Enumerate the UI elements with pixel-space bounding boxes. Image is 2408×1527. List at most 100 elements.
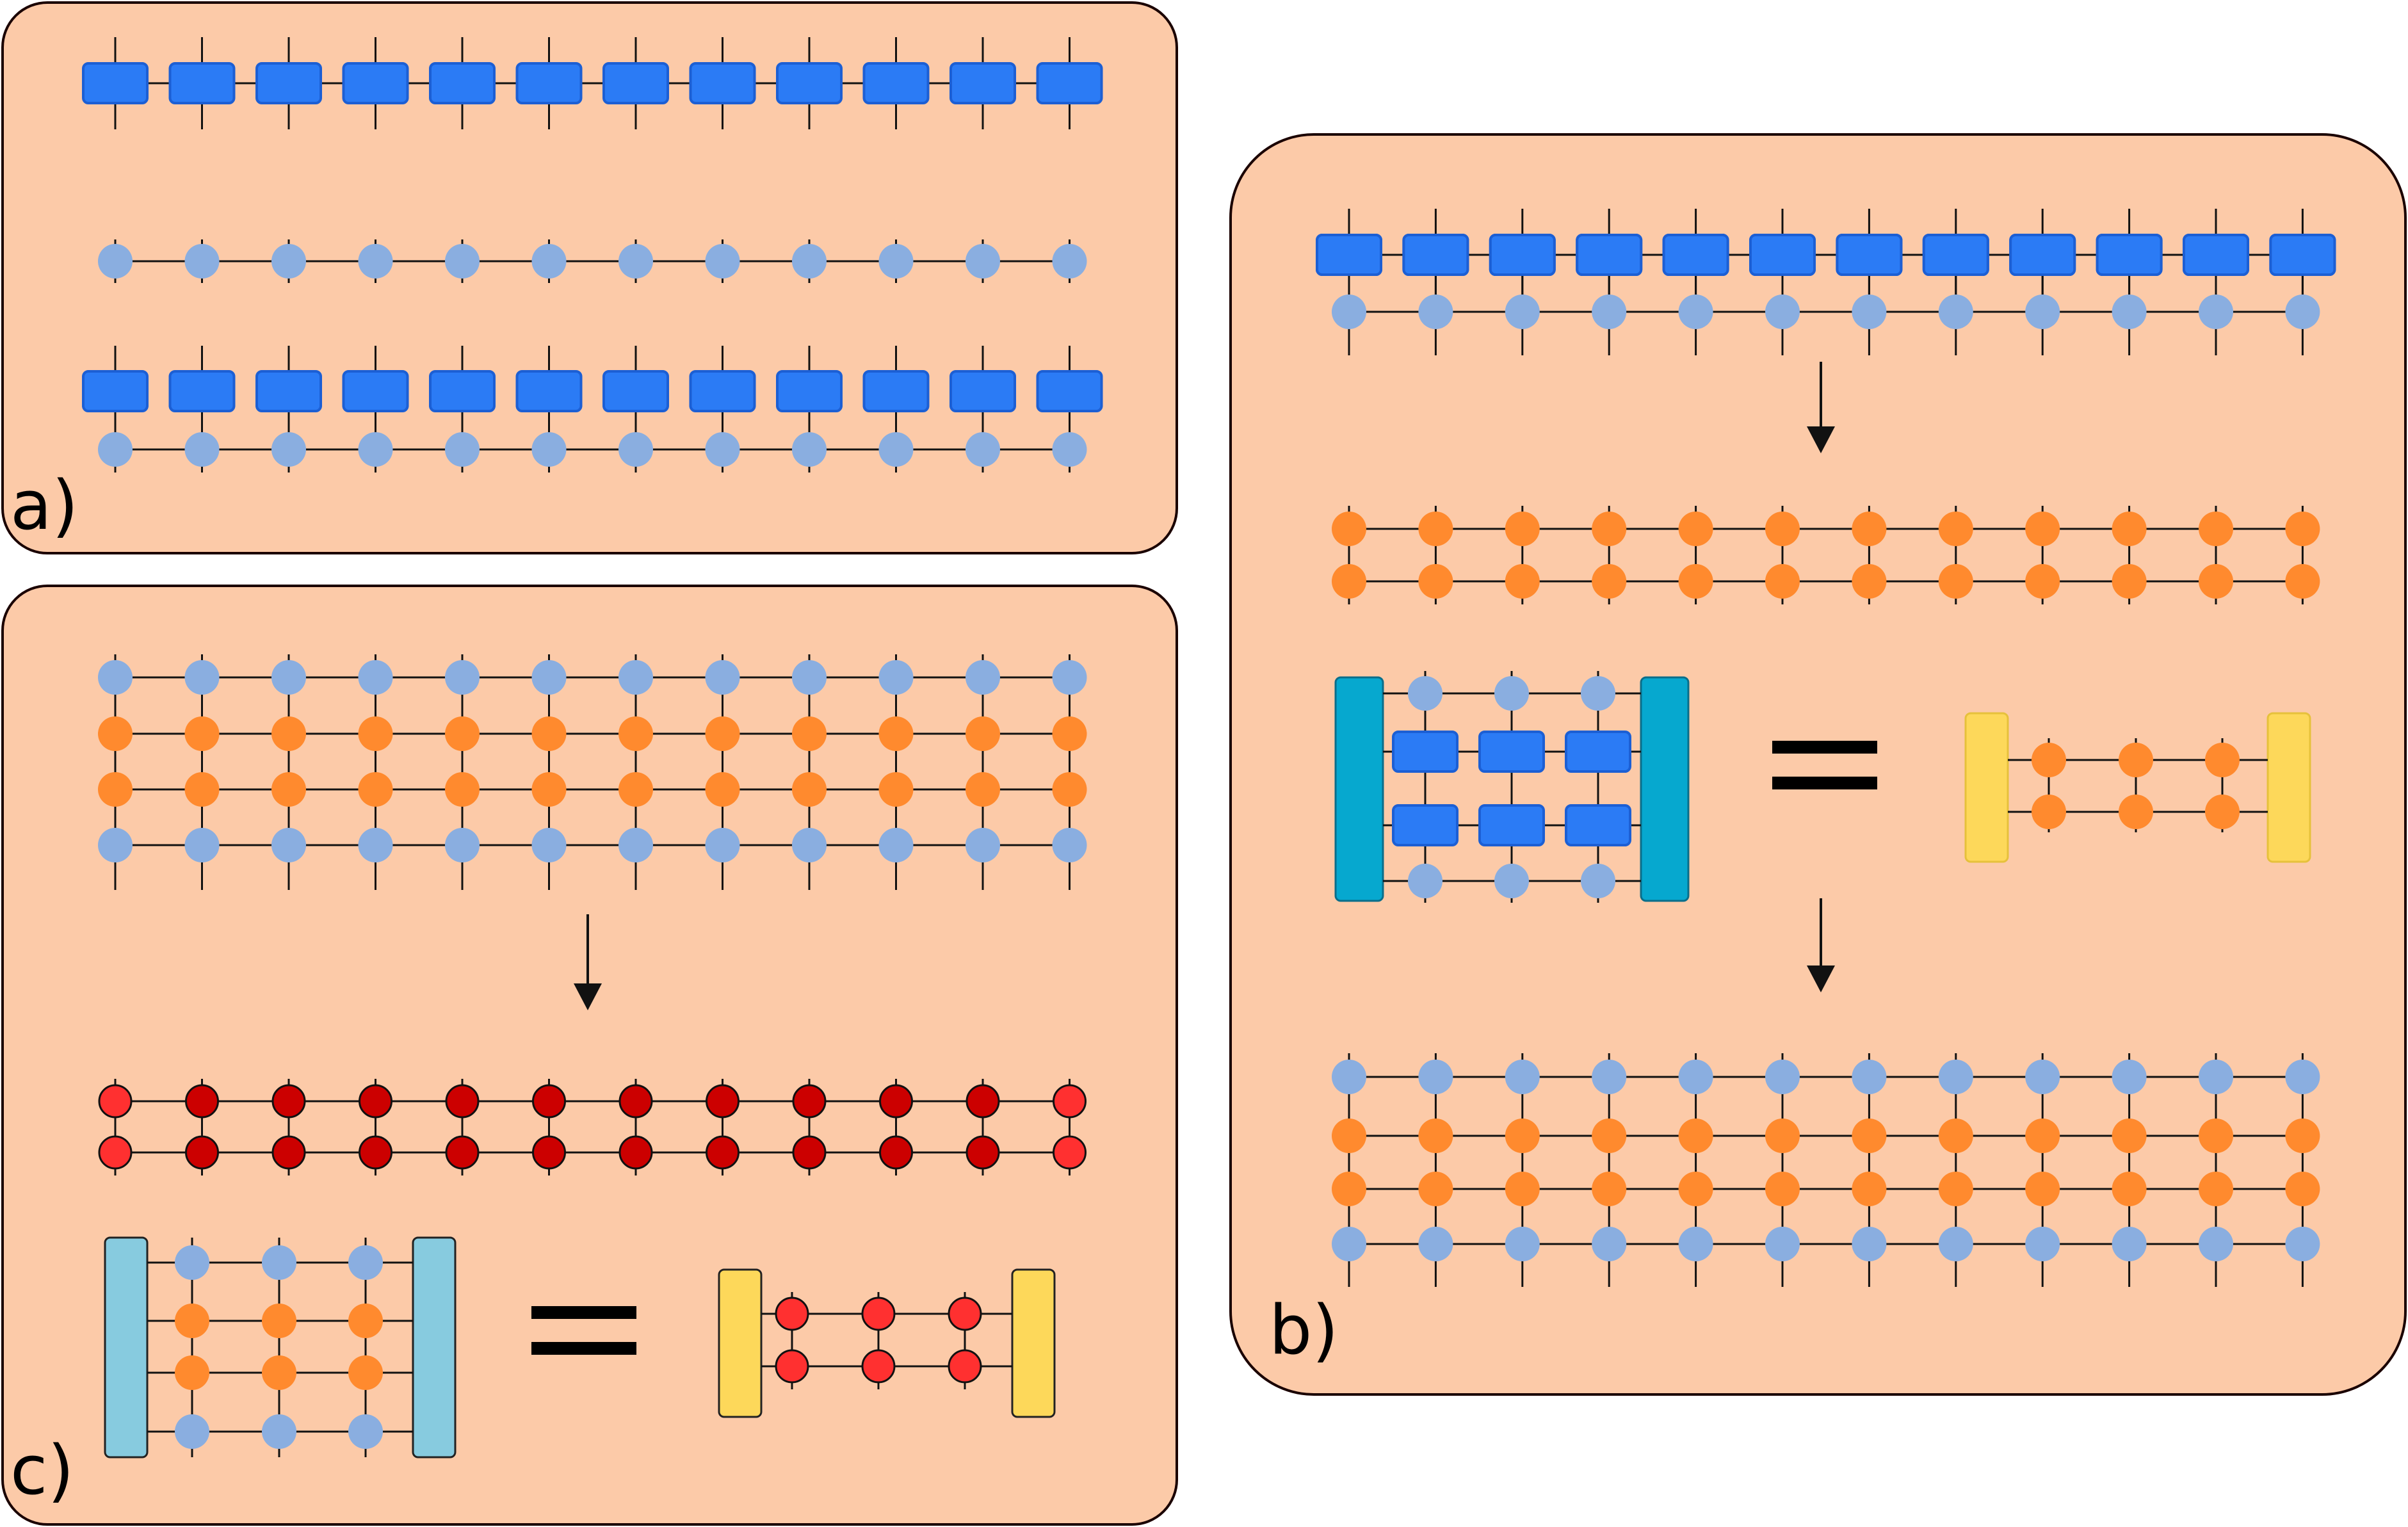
- panel-c-stack-site-2: [1052, 772, 1087, 807]
- panel-b-stack-site-3: [2025, 1227, 2060, 1261]
- panel-b-orange-pair-site-1: [1852, 564, 1887, 599]
- panel-b-orange-pair-site-0: [2112, 512, 2147, 546]
- panel-b-stack-site-0: [1938, 1060, 1973, 1094]
- panel-c-stack-site-3: [445, 828, 480, 862]
- panel-a-mps-row-site: [1052, 244, 1087, 279]
- panel-c-red-site: [879, 1135, 913, 1170]
- panel-b-stack-site-2: [1938, 1172, 1973, 1206]
- panel-b-orange-pair-site-1: [1765, 564, 1800, 599]
- panel-b-stack-site-0: [1505, 1060, 1540, 1094]
- panel-b-top-mps-site: [1592, 295, 1627, 329]
- panel-b-stack-site-3: [1852, 1227, 1887, 1261]
- panel-b-top-mpo-tensor: [1749, 234, 1816, 276]
- panel-c-stack-site-0: [618, 660, 653, 695]
- panel-b-stack-site-1: [1852, 1119, 1887, 1153]
- panel-c-red-site: [185, 1084, 219, 1119]
- panel-a-mps-row-site: [792, 244, 827, 279]
- panel-a-combined-site: [358, 432, 393, 467]
- panel-b-stack-site-2: [1678, 1172, 1713, 1206]
- panel-c-stack-site-3: [1052, 828, 1087, 862]
- panel-a-mps-row-site: [531, 244, 567, 279]
- panel-b-stack-site-0: [1765, 1060, 1800, 1094]
- panel-b-stack-site-2: [1592, 1172, 1627, 1206]
- panel-b-stack-site-0: [1418, 1060, 1453, 1094]
- panel-b-top-mps-site: [1505, 295, 1540, 329]
- panel-c-stack-site-3: [618, 828, 653, 862]
- panel-b-orange-pair-site-0: [1938, 512, 1973, 546]
- panel-b-top-mps-site: [2199, 295, 2233, 329]
- panel-c-equals-bar-bottom: [531, 1342, 636, 1355]
- panel-a-combined-mpo: [1036, 370, 1103, 412]
- panel-b-env-site: [1581, 864, 1615, 898]
- panel-c-reduced-site: [775, 1349, 809, 1384]
- panel-c-stack-site-0: [1052, 660, 1087, 695]
- panel-b-orange-pair-site-0: [2199, 512, 2233, 546]
- panel-c-left-env: [104, 1236, 149, 1458]
- panel-c-reduced-site: [861, 1297, 896, 1331]
- panel-b-top-mps-site: [1332, 295, 1366, 329]
- panel-b-equals-bar-bottom: [1772, 777, 1877, 789]
- panel-b-stack-site-2: [2199, 1172, 2233, 1206]
- panel-c-stack-site-1: [792, 716, 827, 751]
- panel-a-combined-mpo: [342, 370, 409, 412]
- panel-b-top-mps-site: [1678, 295, 1713, 329]
- panel-b-stack-site-0: [2285, 1060, 2320, 1094]
- panel-b-top-mpo-tensor: [1922, 234, 1989, 276]
- panel-c-stack-site-0: [705, 660, 740, 695]
- panel-c-red-site: [706, 1084, 739, 1119]
- panel-b-right-yellow-env: [2267, 712, 2311, 863]
- panel-b-stack-site-1: [2199, 1119, 2233, 1153]
- panel-c-stack-site-0: [792, 660, 827, 695]
- panel-b-stack-site-1: [1505, 1119, 1540, 1153]
- panel-c-stack-site-2: [184, 772, 220, 807]
- panel-a-mps-row-site: [98, 244, 133, 279]
- panel-a-combined-site: [184, 432, 220, 467]
- panel-c-red-site: [359, 1084, 392, 1119]
- panel-b-stack-site-3: [2112, 1227, 2147, 1261]
- panel-c-arrow-head: [574, 983, 602, 1010]
- panel-b-stack-site-2: [1418, 1172, 1453, 1206]
- panel-b-stack-site-0: [1678, 1060, 1713, 1094]
- panel-b-orange-pair-site-1: [2112, 564, 2147, 599]
- panel-b-stack-site-1: [2285, 1119, 2320, 1153]
- panel-b-label: b): [1269, 1291, 1339, 1369]
- panel-c-stack-site-1: [705, 716, 740, 751]
- panel-b-reduced-site: [2205, 743, 2240, 777]
- panel-a-mpo-row-tensor: [255, 62, 322, 104]
- panel-c-red-site: [966, 1135, 1000, 1170]
- panel-a-mps-row-site: [966, 244, 1000, 279]
- panel-c-env-site: [348, 1355, 383, 1390]
- panel-b-stack-site-2: [1765, 1172, 1800, 1206]
- panel-b-top-mpo-tensor: [1316, 234, 1382, 276]
- panel-b-orange-pair-site-1: [1678, 564, 1713, 599]
- panel-a-combined-mpo: [949, 370, 1016, 412]
- panel-b-orange-pair-site-1: [2199, 564, 2233, 599]
- panel-b-env-mpo: [1478, 804, 1545, 846]
- panel-b-stack-site-3: [1332, 1227, 1366, 1261]
- panel-b-orange-pair-site-0: [1332, 512, 1366, 546]
- panel-c-stack-site-0: [966, 660, 1000, 695]
- panel-b-stack-site-1: [1332, 1119, 1366, 1153]
- panel-c-red-site: [98, 1084, 133, 1119]
- panel-a-mpo-row-tensor: [342, 62, 409, 104]
- panel-b-stack-site-3: [2199, 1227, 2233, 1261]
- panel-b-left-yellow-env: [1964, 712, 2009, 863]
- panel-c-red-site: [618, 1084, 653, 1119]
- panel-a-mps-row-site: [445, 244, 480, 279]
- panel-c-stack-site-0: [271, 660, 306, 695]
- panel-b-top-mpo-tensor: [2096, 234, 2163, 276]
- panel-b-stack-site-1: [2025, 1119, 2060, 1153]
- panel-c-stack-site-3: [878, 828, 914, 862]
- panel-b-top-mps-site: [1765, 295, 1800, 329]
- panel-a-mpo-row-tensor: [862, 62, 930, 104]
- panel-c-stack-site-0: [98, 660, 133, 695]
- panel-b-orange-pair-site-0: [2025, 512, 2060, 546]
- panel-c-right-env: [412, 1236, 457, 1458]
- panel-c-red-site: [271, 1135, 306, 1170]
- panel-a-mpo-row-tensor: [949, 62, 1016, 104]
- panel-c-stack-site-3: [98, 828, 133, 862]
- panel-b-orange-pair-site-0: [1678, 512, 1713, 546]
- panel-c-stack-site-1: [618, 716, 653, 751]
- panel-a-mpo-row-tensor: [1036, 62, 1103, 104]
- panel-a-combined-mpo: [689, 370, 756, 412]
